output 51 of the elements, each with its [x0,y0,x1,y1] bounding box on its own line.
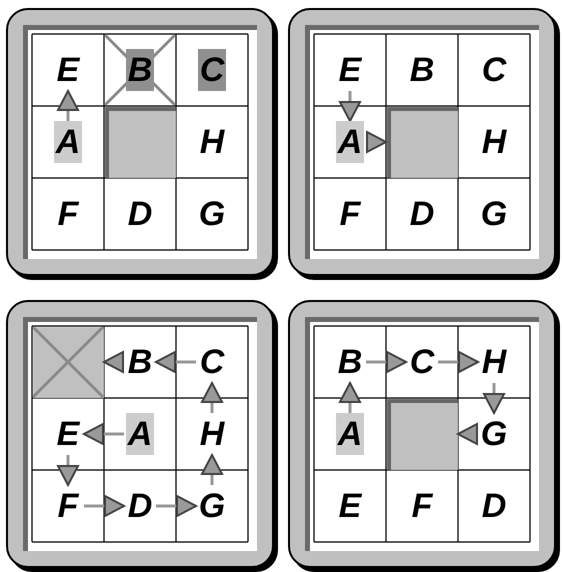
cell-letter: G [198,194,226,235]
arrow [201,382,223,413]
blank-tile [387,399,458,470]
arrow [84,495,125,517]
cell-letter: A [54,121,82,163]
cell-letter: B [408,50,436,91]
cell-letter: C [480,50,508,91]
cell-letter: D [126,194,154,235]
cell-letter: F [338,194,362,235]
cell-letter: D [408,194,436,235]
cell-letter: B [126,342,154,383]
arrow [57,90,79,121]
arrow [83,423,124,445]
cell-letter: H [480,122,508,163]
cell-letter: B [126,49,154,91]
arrow [438,351,479,373]
cell-letter: A [336,121,364,163]
cell-letter: D [480,486,508,527]
cell-letter: H [198,414,226,455]
cell-letter: C [408,342,436,383]
cell-letter: H [480,342,508,383]
arrow [457,423,478,445]
arrow [339,382,361,413]
arrow [57,455,79,486]
cell-letter: E [56,50,82,91]
cell-letter: F [410,486,434,527]
cell-letter: G [198,486,226,527]
arrow [156,495,197,517]
cell-letter: F [56,194,80,235]
cell-letter: E [56,414,82,455]
blank-tile [105,107,176,178]
cell-letter: F [56,486,80,527]
cell-letter: C [198,342,226,383]
cell-letter: B [336,342,364,383]
cell-letter: H [198,122,226,163]
cell-letter: G [480,414,508,455]
cell-letter: A [126,413,154,455]
cell-letter: E [338,50,364,91]
cell-letter: E [338,486,364,527]
arrow [201,454,223,485]
arrow [483,383,505,414]
arrow [339,91,361,122]
arrow [366,351,407,373]
blank-tile [387,107,458,178]
cell-letter: C [198,49,226,91]
arrow [366,131,387,153]
arrow [155,351,196,373]
cell-letter: G [480,194,508,235]
cell-letter: A [336,413,364,455]
cell-letter: D [126,486,154,527]
arrow [103,351,124,373]
